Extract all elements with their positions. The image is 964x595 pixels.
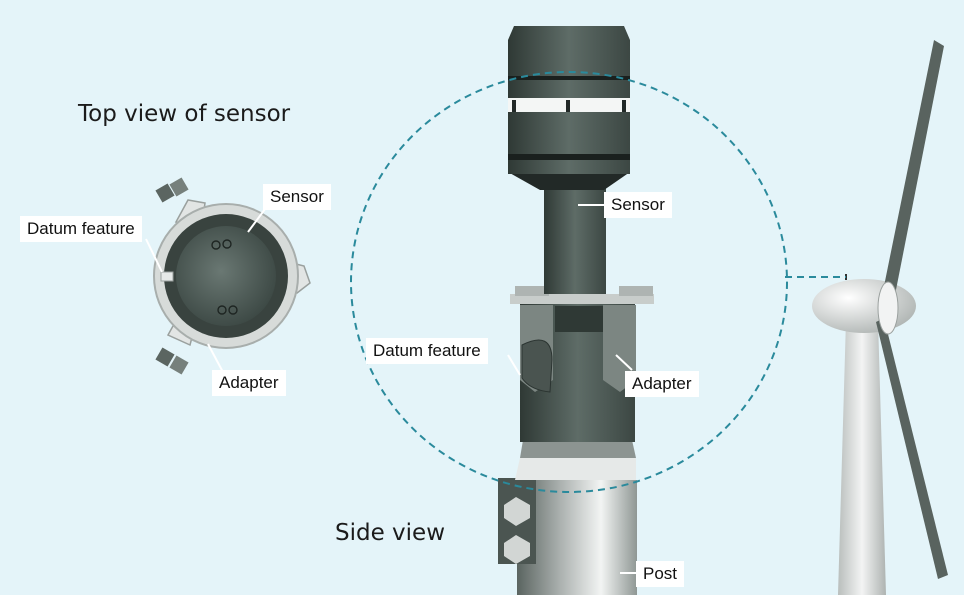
turbine-tower — [838, 320, 886, 595]
side-adapter-label: Adapter — [625, 371, 699, 397]
side-datum-feature-label: Datum feature — [366, 338, 488, 364]
post-label: Post — [636, 561, 685, 587]
top-sensor-disc — [176, 226, 276, 326]
top-view-illustration — [145, 177, 311, 375]
top-adapter-label: Adapter — [212, 370, 286, 396]
side-view-heading: Side view — [335, 520, 446, 546]
top-sensor-label: Sensor — [263, 184, 331, 210]
top-view-heading: Top view of sensor — [78, 101, 291, 127]
post — [517, 480, 637, 595]
top-datum-feature-marker — [160, 271, 174, 282]
turbine-nacelle — [812, 279, 916, 333]
sensor-head — [508, 112, 630, 174]
side-view-illustration — [498, 26, 654, 595]
top-datum-feature-label: Datum feature — [20, 216, 142, 242]
turbine-blades — [876, 40, 948, 579]
sensor-stem — [544, 186, 606, 294]
side-sensor-label: Sensor — [604, 192, 672, 218]
wind-turbine-illustration — [812, 40, 948, 595]
side-datum-feature — [521, 339, 553, 393]
zoom-dashed-circle — [350, 71, 788, 493]
top-adapter-screws — [155, 177, 189, 375]
